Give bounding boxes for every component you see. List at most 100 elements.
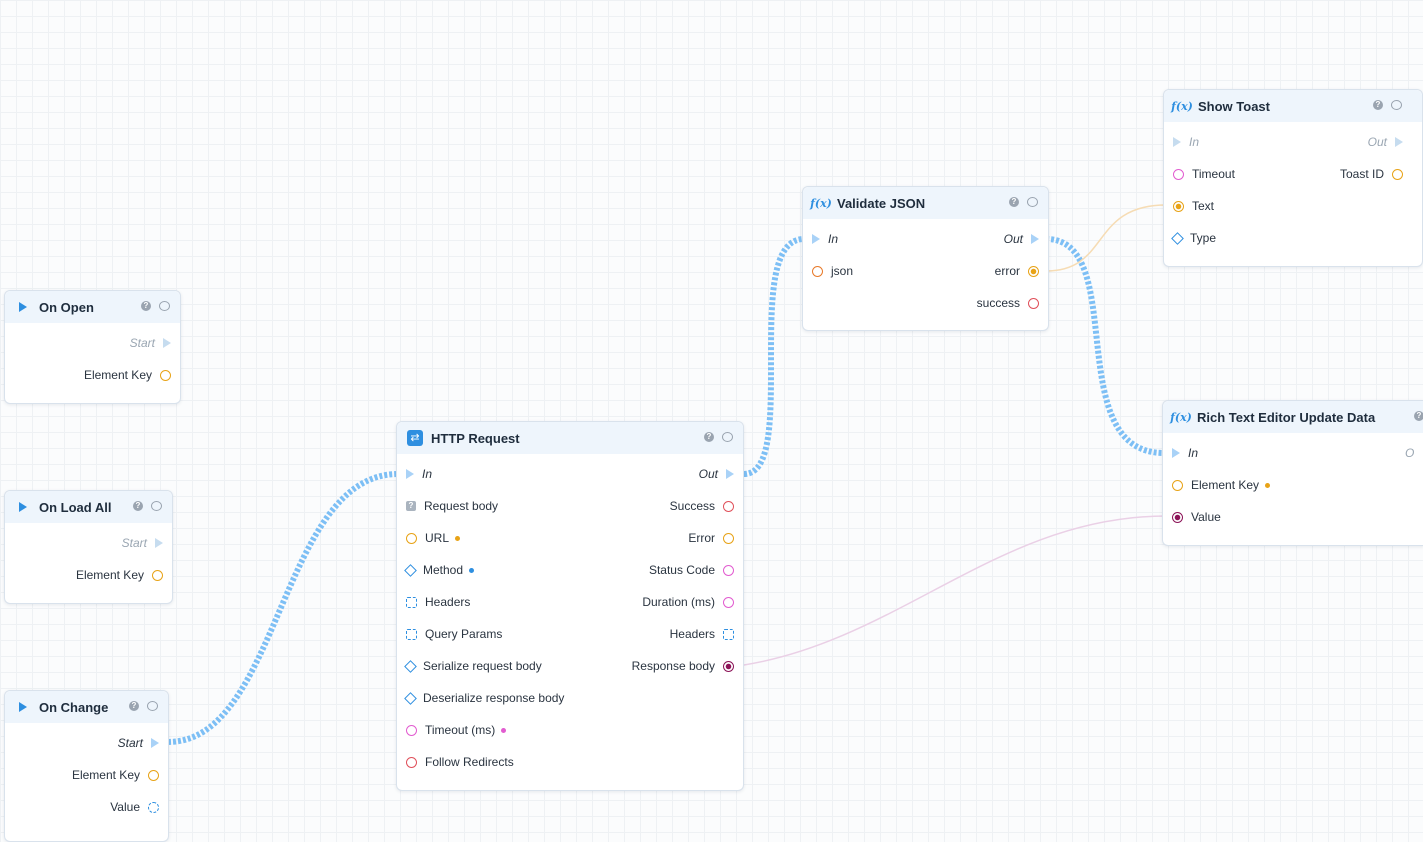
input-in: In	[812, 232, 838, 246]
output-success: Success	[670, 499, 734, 513]
help-icon[interactable]: ?	[129, 701, 139, 711]
pin-element-key[interactable]	[148, 769, 159, 781]
pin-follow-redirects[interactable]	[406, 756, 417, 768]
output-success: success	[977, 296, 1039, 310]
pin-status-code[interactable]	[723, 564, 734, 576]
exec-out-pin[interactable]	[163, 338, 171, 348]
node-show-toast[interactable]: f(x) Show Toast ? In Timeout Text Type O…	[1163, 89, 1423, 267]
node-header[interactable]: On Change ?	[5, 691, 168, 723]
output-response-body: Response body	[632, 659, 734, 673]
pin-error[interactable]	[1028, 265, 1039, 277]
exec-out-pin[interactable]	[155, 538, 163, 548]
node-rich-text-editor-update[interactable]: f(x) Rich Text Editor Update Data ? In E…	[1162, 400, 1423, 546]
function-icon: f(x)	[810, 196, 832, 210]
comment-icon[interactable]	[151, 501, 162, 511]
wire-on-change-to-http	[167, 471, 399, 745]
help-icon[interactable]: ?	[133, 501, 143, 511]
comment-icon[interactable]	[1027, 197, 1038, 207]
exec-in-pin[interactable]	[406, 469, 414, 479]
wire-validate-to-richtext	[1045, 236, 1165, 456]
node-validate-json[interactable]: f(x) Validate JSON ? In json Out error s…	[802, 186, 1049, 331]
pin-element-key[interactable]	[152, 569, 163, 581]
exec-out-pin[interactable]	[151, 738, 159, 748]
unknown-type-icon[interactable]: ?	[406, 501, 416, 511]
pin-serialize[interactable]	[404, 659, 417, 673]
input-timeout: Timeout	[1173, 167, 1235, 181]
node-http-request[interactable]: ⇄ HTTP Request ? In ?Request body URL Me…	[396, 421, 744, 791]
wire-response-to-value	[743, 515, 1167, 666]
comment-icon[interactable]	[159, 301, 170, 311]
pin-deserialize[interactable]	[404, 691, 417, 705]
exec-in-pin[interactable]	[812, 234, 820, 244]
wire-http-to-validate	[743, 236, 805, 477]
pin-headers-out[interactable]	[723, 628, 734, 640]
input-in: In	[1172, 446, 1198, 460]
node-on-change[interactable]: On Change ? Start Element Key Value	[4, 690, 169, 842]
node-header[interactable]: f(x) Rich Text Editor Update Data ?	[1163, 401, 1423, 433]
exec-out-pin[interactable]	[1031, 234, 1039, 244]
output-out: O	[1405, 446, 1415, 460]
pin-response-body[interactable]	[723, 660, 734, 672]
comment-icon[interactable]	[1391, 100, 1402, 110]
play-icon	[15, 699, 31, 715]
exec-out-pin[interactable]	[726, 469, 734, 479]
help-icon[interactable]: ?	[141, 301, 151, 311]
pin-success[interactable]	[723, 500, 734, 512]
node-header[interactable]: f(x) Validate JSON ?	[803, 187, 1048, 219]
node-on-load-all[interactable]: On Load All ? Start Element Key	[4, 490, 173, 604]
pin-success[interactable]	[1028, 297, 1039, 309]
pin-timeout[interactable]	[406, 724, 417, 736]
pin-error[interactable]	[723, 532, 734, 544]
pin-duration[interactable]	[723, 596, 734, 608]
node-title: Rich Text Editor Update Data	[1197, 409, 1376, 425]
output-out: Out	[1368, 135, 1403, 149]
pin-headers[interactable]	[406, 596, 417, 608]
pin-value[interactable]	[1172, 511, 1183, 523]
output-out: Out	[699, 467, 734, 481]
output-error: error	[995, 264, 1039, 278]
pin-method[interactable]	[404, 563, 417, 577]
input-request-body: ?Request body	[406, 499, 498, 513]
http-exchange-icon: ⇄	[407, 430, 423, 446]
pin-query-params[interactable]	[406, 628, 417, 640]
pin-value[interactable]	[148, 801, 159, 813]
required-dot	[469, 567, 475, 573]
node-title: On Load All	[39, 499, 112, 515]
input-in: In	[406, 467, 432, 481]
input-follow-redirects: Follow Redirects	[406, 755, 514, 769]
comment-icon[interactable]	[147, 701, 158, 711]
node-header[interactable]: f(x) Show Toast ?	[1164, 90, 1422, 122]
exec-out-pin[interactable]	[1395, 137, 1403, 147]
pin-url[interactable]	[406, 532, 417, 544]
node-title: HTTP Request	[431, 430, 520, 446]
pin-type[interactable]	[1171, 231, 1184, 245]
input-text: Text	[1173, 199, 1214, 213]
exec-in-pin[interactable]	[1172, 448, 1180, 458]
pin-timeout[interactable]	[1173, 168, 1184, 180]
input-type: Type	[1171, 231, 1216, 245]
output-headers: Headers	[670, 627, 734, 641]
help-icon[interactable]: ?	[1009, 197, 1019, 207]
node-header[interactable]: On Open ?	[5, 291, 180, 323]
node-header[interactable]: On Load All ?	[5, 491, 172, 523]
comment-icon[interactable]	[722, 432, 733, 442]
node-on-open[interactable]: On Open ? Start Element Key	[4, 290, 181, 404]
output-start: Start	[122, 536, 163, 550]
input-url: URL	[406, 531, 461, 545]
help-icon[interactable]: ?	[1414, 411, 1423, 421]
input-method: Method	[404, 563, 475, 577]
pin-json[interactable]	[812, 265, 823, 277]
pin-element-key[interactable]	[160, 369, 171, 381]
input-serialize: Serialize request body	[404, 659, 542, 673]
pin-text[interactable]	[1173, 200, 1184, 212]
pin-toast-id[interactable]	[1392, 168, 1403, 180]
help-icon[interactable]: ?	[704, 432, 714, 442]
function-icon: f(x)	[1170, 410, 1192, 424]
input-value: Value	[1172, 510, 1221, 524]
output-out: Out	[1004, 232, 1039, 246]
exec-in-pin[interactable]	[1173, 137, 1181, 147]
function-icon: f(x)	[1171, 99, 1193, 113]
node-header[interactable]: ⇄ HTTP Request ?	[397, 422, 743, 454]
help-icon[interactable]: ?	[1373, 100, 1383, 110]
pin-element-key[interactable]	[1172, 479, 1183, 491]
